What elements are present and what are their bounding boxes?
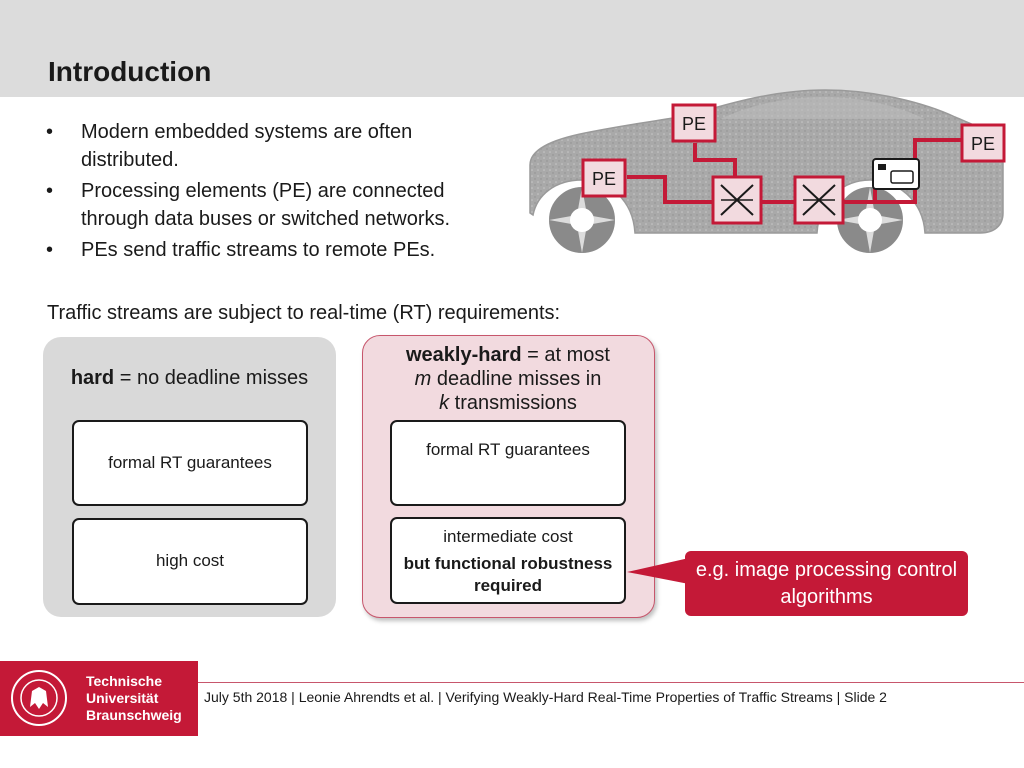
university-seal-icon [11,670,67,726]
pe-box: PE [581,158,627,198]
svg-text:PE: PE [592,169,616,189]
network-link [693,143,737,177]
bullet-item: PEs send traffic streams to remote PEs. [44,236,514,264]
pe-box: PE [960,123,1006,163]
university-wordmark: Technische Universität Braunschweig [86,673,182,723]
slide-title: Introduction [48,56,212,87]
footer-info: July 5th 2018 | Leonie Ahrendts et al. |… [204,689,887,705]
footer-divider [198,682,1024,683]
rt-requirements-intro: Traffic streams are subject to real-time… [47,302,561,324]
hard-rt-panel: hard = no deadline misses formal RT guar… [43,337,336,617]
front-wheel [545,183,619,255]
weakly-hard-term: weakly-hard [406,344,522,366]
hard-guarantees-box: formal RT guarantees [72,420,308,506]
rear-wheel [833,183,907,255]
weakly-hard-cost-label: intermediate cost [443,527,573,546]
svg-text:PE: PE [682,114,706,134]
svg-text:PE: PE [971,134,995,154]
hard-cost-label: high cost [155,551,225,570]
weakly-hard-rt-panel: weakly-hard = at most m deadline misses … [362,335,655,618]
network-link [627,175,712,204]
weakly-hard-guarantees-box: formal RT guarantees [390,420,626,506]
network-switch-icon [711,175,763,225]
hard-definition: hard = no deadline misses [43,366,336,390]
weakly-hard-guarantees-label: formal RT guarantees [426,440,590,459]
weakly-hard-cost-box: intermediate cost but functional robustn… [390,517,626,604]
hard-guarantees-label: formal RT guarantees [108,453,272,472]
hard-definition-text: = no deadline misses [114,367,309,389]
k-variable: k [439,392,450,414]
hard-term: hard [70,367,115,389]
robustness-note: but functional robustness required [403,554,613,595]
m-variable: m [414,368,432,390]
pe-box: PE [671,103,717,143]
bullet-item: Modern embedded systems are often distri… [44,118,514,174]
callout-pointer [627,558,689,584]
hard-cost-box: high cost [72,518,308,605]
car-network-illustration: PE PE PE [529,89,1006,255]
car-window [720,97,925,119]
header-bar [0,0,1024,97]
bullet-item: Processing elements (PE) are connected t… [44,177,514,233]
university-logo: Technische Universität Braunschweig [0,661,198,736]
example-callout: e.g. image processing control algorithms [685,551,968,616]
weakly-hard-definition: weakly-hard = at most m deadline misses … [406,344,610,414]
network-switch-icon [793,175,845,225]
example-callout-text: e.g. image processing control algorithms [695,559,958,608]
display-device-icon [872,158,920,190]
bullet-list: Modern embedded systems are often distri… [44,118,514,267]
